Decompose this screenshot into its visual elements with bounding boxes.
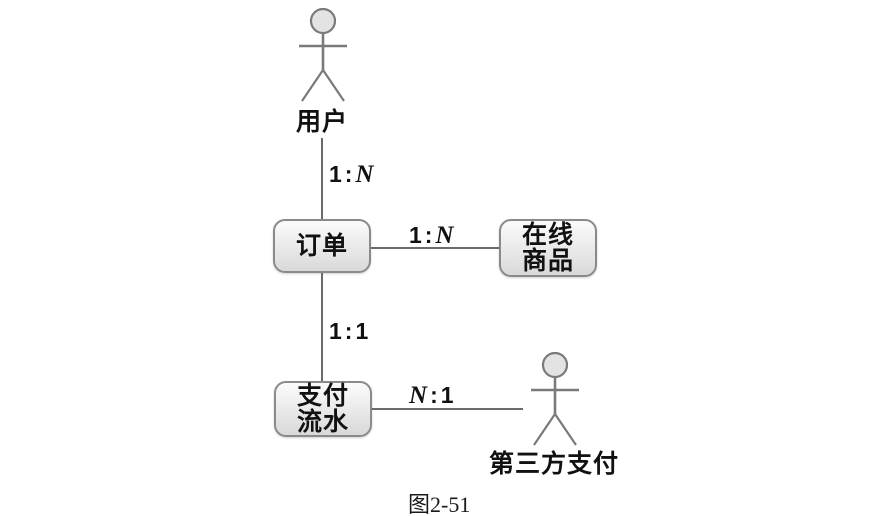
cardinality-user-order: 1:N [329,161,374,189]
actor-label-thirdparty: 第三方支付 [489,450,620,478]
stick-figure-icon [299,8,347,102]
cardinality-right: 1 [440,382,454,408]
connector-user-order [321,138,323,220]
cardinality-right: N [435,222,454,249]
connector-order-payment [321,273,323,382]
cardinality-left: 1 [409,222,422,248]
connector-order-product [371,247,501,249]
entity-payment-record-label: 支付 流水 [296,381,349,436]
cardinality-payment-thirdparty: N:1 [409,382,454,410]
cardinality-colon: : [344,161,353,187]
figure-caption: 图2-51 [408,492,471,516]
entity-online-product-label: 在线 商品 [521,220,574,275]
cardinality-right: 1 [355,318,369,344]
cardinality-left: N [409,382,428,409]
stick-figure-icon [531,352,579,446]
entity-online-product[interactable]: 在线 商品 [499,219,597,277]
actor-thirdparty-figure [523,352,587,450]
actor-user-figure [291,8,355,106]
cardinality-order-payment: 1:1 [329,318,368,345]
cardinality-order-product: 1:N [409,222,454,250]
cardinality-left: 1 [329,161,342,187]
cardinality-colon: : [430,382,438,408]
actor-label-user: 用户 [296,108,349,136]
entity-order[interactable]: 订单 [273,219,371,273]
cardinality-colon: : [344,318,353,344]
cardinality-right: N [355,161,374,188]
entity-payment-record[interactable]: 支付 流水 [274,381,372,437]
cardinality-left: 1 [329,318,342,344]
connector-payment-thirdparty [372,408,523,410]
entity-order-label: 订单 [295,231,348,260]
cardinality-colon: : [424,222,433,248]
